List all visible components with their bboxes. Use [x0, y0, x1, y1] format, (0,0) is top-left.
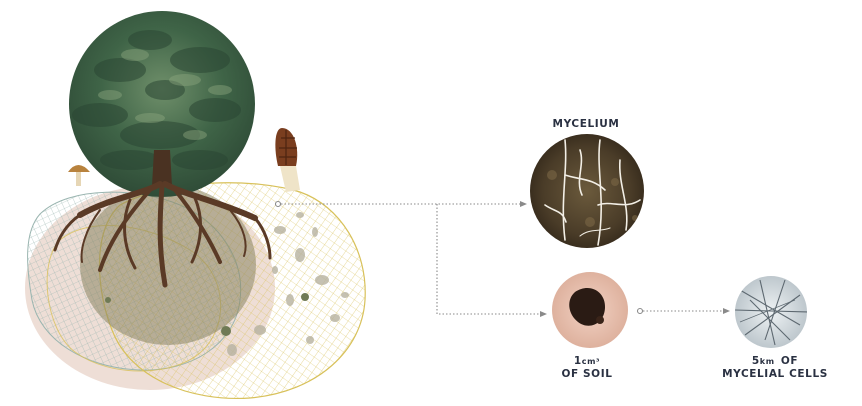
- mycelium-photo: [530, 134, 644, 248]
- soil-quantity-line: 1cm³: [532, 352, 642, 368]
- mushroom-icon: [68, 165, 90, 186]
- cells-quantity-number: 5: [752, 355, 760, 367]
- soil-sample-photo: [552, 272, 628, 348]
- connector-branch-down: [437, 204, 540, 314]
- soil-label-text: OF SOIL: [532, 368, 642, 381]
- tree-illustration: [69, 11, 255, 197]
- cells-label-text: MYCELIAL CELLS: [700, 368, 850, 381]
- arrowhead-soil: [540, 311, 547, 317]
- morel-mushroom-icon: [275, 128, 300, 192]
- soil-quantity-label: 1cm³ OF SOIL: [532, 352, 642, 381]
- mycelium-label: MYCELIUM: [520, 118, 652, 130]
- mycelial-cells-label: 5km OF MYCELIAL CELLS: [700, 352, 850, 381]
- arrowhead-cells: [723, 308, 730, 314]
- soil-quantity-number: 1: [574, 355, 582, 367]
- cells-quantity-line: 5km OF: [700, 352, 850, 368]
- cells-quantity-unit: km: [760, 357, 775, 366]
- mycelial-cells-micrograph: [735, 276, 808, 348]
- cells-of-text: OF: [781, 355, 798, 367]
- arrowhead-mycelium: [520, 201, 527, 207]
- soil-quantity-unit: cm³: [582, 357, 600, 366]
